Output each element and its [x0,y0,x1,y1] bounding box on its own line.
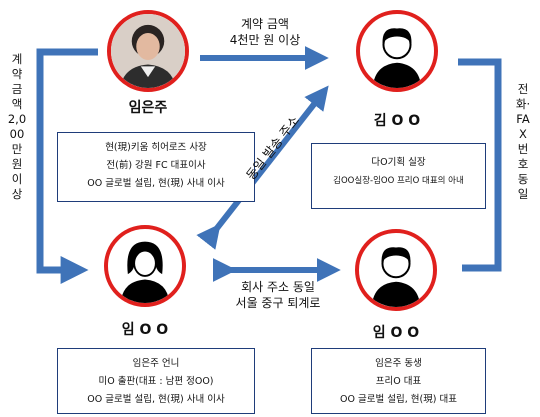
info-box-imeunju: 현(現)키움 히어로즈 사장 전(前) 강원 FC 대표이사 OO 글로벌 설립… [57,132,255,202]
arrow-left-bracket [36,48,98,284]
node-name: 김 O O [373,113,421,129]
info-line: 미O 출판(대표 : 남편 정OO) [98,376,214,387]
edge-label-bottom: 회사 주소 동일 서울 중구 퇴계로 [218,279,338,311]
portrait-icon [111,14,185,88]
edge-label-line: 회사 주소 동일 [241,280,315,294]
man-silhouette-icon [372,28,422,88]
info-line: 김OO실장-임OO 프리O 대표의 아내 [333,176,464,186]
node-name: 임은주 [128,100,168,116]
edge-label-line: 4천만 원 이상 [229,33,301,47]
node-avatar-lim-sister [104,225,186,307]
connector-right-bracket [458,58,502,272]
info-line: 현(現)키움 히어로즈 사장 [105,142,207,153]
info-line: 프리O 대표 [375,376,422,387]
edge-label-left: 계약 금액 2,000만 원 이상 [7,52,27,201]
info-line: 임은주 언니 [132,358,180,369]
info-line: 전(前) 강원 FC 대표이사 [106,160,206,171]
node-name: 임 O O [121,322,169,338]
info-line: 임은주 동생 [375,358,422,369]
info-line: OO 글로벌 설립, 현(現) 사내 이사 [87,394,225,405]
arrow-diagonal [196,85,329,250]
edge-label-right: 전화·FAX 번호 동일 [515,82,531,201]
woman-silhouette-icon [120,241,170,303]
info-box-lim-sister: 임은주 언니 미O 출판(대표 : 남편 정OO) OO 글로벌 설립, 현(現… [57,348,255,414]
edge-label-top: 계약 금액 4천만 원 이상 [210,16,320,48]
info-line: OO 글로벌 설립, 현(現) 대표 [340,394,457,405]
info-box-lim-brother: 임은주 동생 프리O 대표 OO 글로벌 설립, 현(現) 대표 [311,348,486,414]
node-avatar-kim [356,10,438,92]
edge-label-line: 계약 금액 [241,17,289,31]
node-name: 임 O O [372,325,420,341]
info-line: 다O기획 실장 [371,157,426,168]
node-photo-imeunju [107,10,189,92]
info-line: OO 글로벌 설립, 현(現) 사내 이사 [87,178,225,189]
info-box-kim: 다O기획 실장 김OO실장-임OO 프리O 대표의 아내 [311,143,486,209]
man-silhouette-icon [371,247,421,307]
node-avatar-lim-brother [355,229,437,311]
edge-label-line: 서울 중구 퇴계로 [235,296,321,310]
